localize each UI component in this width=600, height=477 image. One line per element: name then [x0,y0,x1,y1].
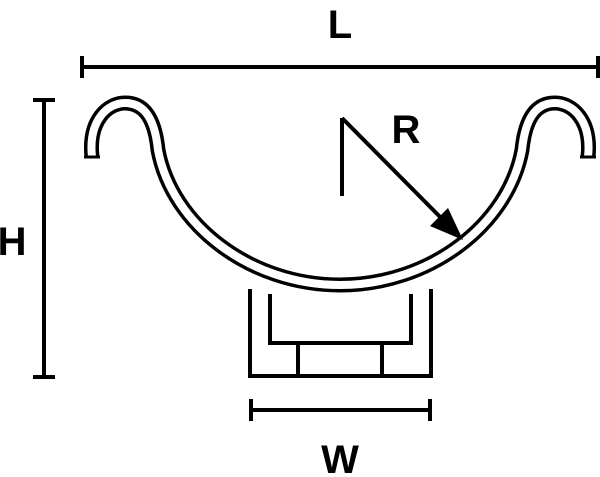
length-label: L [328,3,352,47]
gutter-profile [84,95,596,293]
height-label: H [0,220,26,264]
height-dimension [33,98,55,379]
width-label: W [321,438,359,477]
base-clip [248,289,433,378]
length-dimension [80,56,600,78]
radius-label: R [392,108,421,152]
radius-dimension [340,116,460,237]
radius-arrowhead [430,208,463,240]
width-dimension [249,399,432,421]
